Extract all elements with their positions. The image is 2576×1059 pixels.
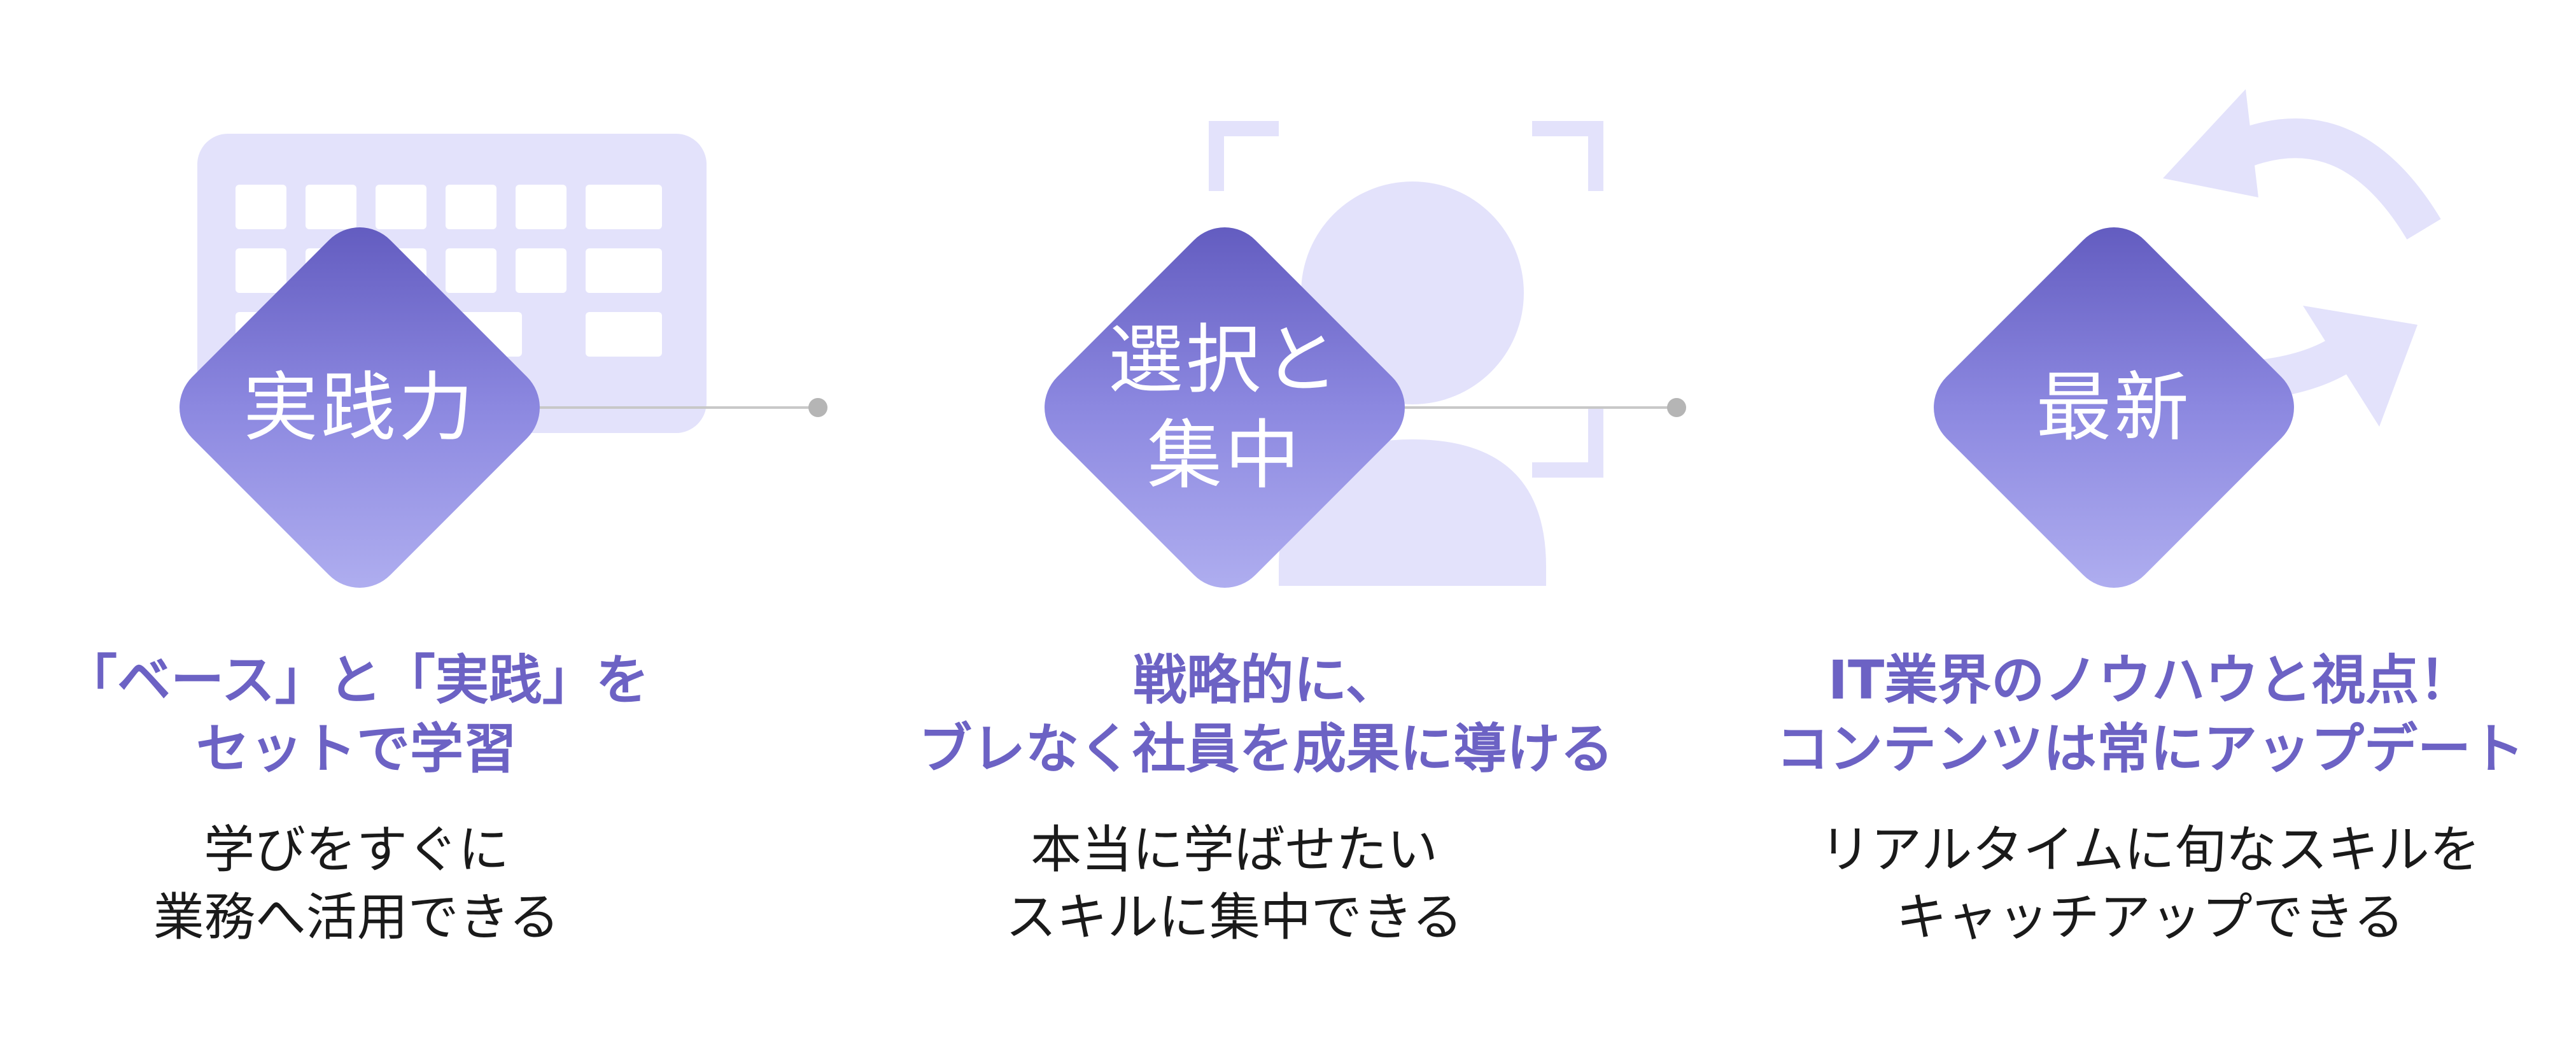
connector-dot (1667, 398, 1686, 417)
feature-description: 学びをすぐに 業務へ活用できる (153, 820, 560, 947)
feature-badge: 最新 (1915, 209, 2312, 606)
feature-badge: 実践力 (161, 209, 558, 606)
feature-description: リアルタイムに旬なスキルを キャッチアップできる (1820, 820, 2481, 947)
feature-badge: 選択と 集中 (1026, 209, 1423, 606)
connector-dot (808, 398, 827, 417)
feature-headline: 戦略的に、 ブレなく社員を成果に導ける (918, 649, 1614, 780)
connector-line (535, 406, 821, 409)
badge-label: 実践力 (243, 364, 476, 451)
feature-description: 本当に学ばせたい スキルに集中できる (1005, 820, 1463, 947)
feature-focus: 選択と 集中 戦略的に、 ブレなく社員を成果に導ける 本当に学ばせたい スキルに… (859, 0, 1717, 1059)
feature-practical: 実践力 「ベース」と「実践」を セットで学習 学びをすぐに 業務へ活用できる (0, 0, 859, 1059)
feature-latest: 最新 IT業界のノウハウと視点！ コンテンツは常にアップデート リアルタイムに旬… (1717, 0, 2576, 1059)
feature-headline: IT業界のノウハウと視点！ コンテンツは常にアップデート (1775, 649, 2524, 780)
badge-label: 最新 (2036, 364, 2192, 451)
connector-line (1393, 406, 1680, 409)
feature-headline: 「ベース」と「実践」を セットで学習 (64, 649, 649, 780)
badge-label: 選択と 集中 (1108, 316, 1341, 499)
